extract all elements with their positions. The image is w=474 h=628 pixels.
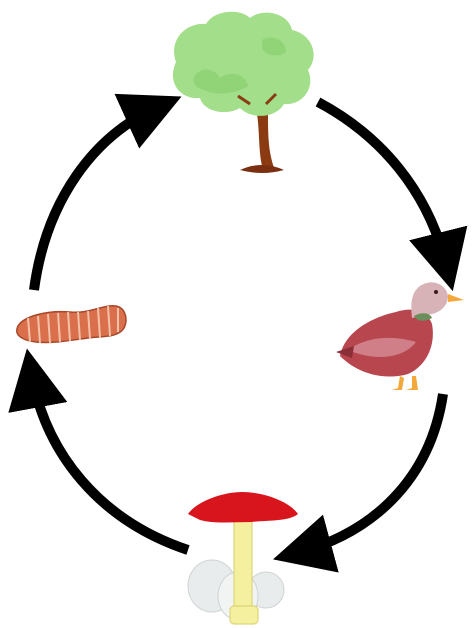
- arrow-worm-to-tree: [34, 108, 156, 290]
- duck-icon: [336, 282, 464, 390]
- arrow-tree-to-duck: [318, 102, 446, 264]
- tree-icon: [173, 12, 314, 173]
- mushroom-icon: [188, 492, 298, 624]
- worm-icon: [17, 306, 126, 343]
- arrow-duck-to-mushroom: [300, 394, 443, 552]
- arrow-mushroom-to-worm: [32, 376, 188, 550]
